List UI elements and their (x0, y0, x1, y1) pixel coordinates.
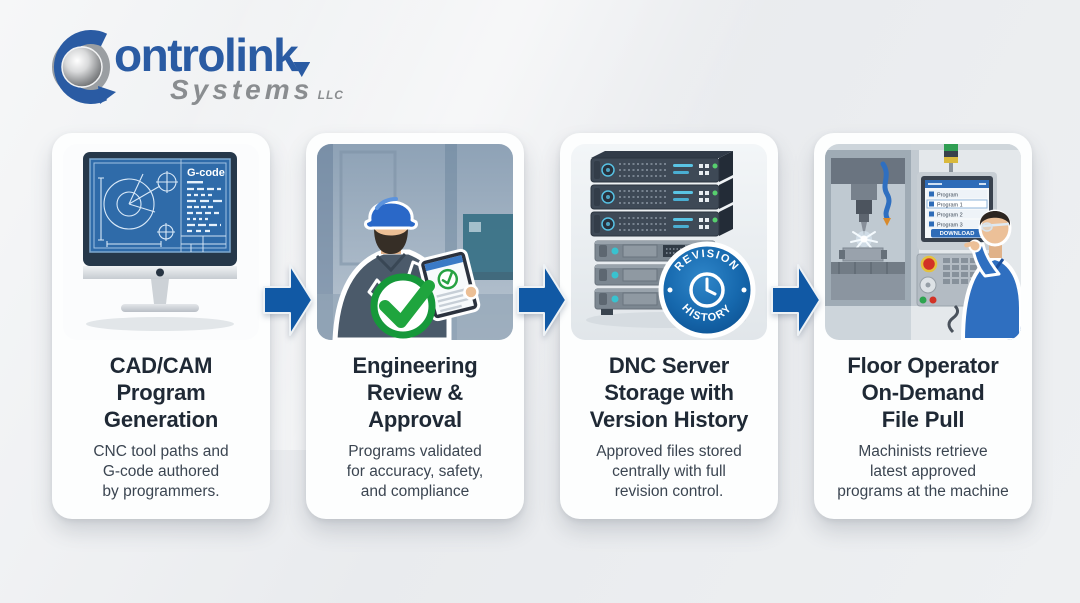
stop-button (929, 296, 937, 304)
logo-brand-text: ontrolink (114, 29, 299, 81)
g-code-label: G-code (187, 167, 225, 179)
revision-history-badge: REVISION HISTORY (658, 241, 756, 339)
step-title: CAD/CAM Program Generation (104, 353, 218, 433)
step-description: Machinists retrieve latest approved prog… (837, 442, 1008, 501)
monitor-illustration: G-code (63, 144, 259, 340)
approval-check-icon (370, 273, 436, 339)
download-button (931, 229, 983, 238)
download-button-label: DOWNLOAD (940, 231, 975, 237)
tablet (418, 248, 481, 322)
pointing-finger (964, 241, 976, 248)
emergency-stop-button (920, 255, 938, 273)
file-icon (929, 211, 934, 217)
drill-bit (861, 222, 867, 236)
engineer-illustration (317, 144, 513, 340)
step-title: DNC Server Storage with Version History (589, 353, 749, 433)
step-desc-line: for accuracy, safety, (346, 463, 484, 481)
program-list-item: Program 1 (937, 203, 963, 209)
step-title-line: CAD/CAM (109, 353, 213, 378)
step-title: Engineering Review & Approval (353, 353, 478, 433)
server-rack-illustration: REVISION HISTORY (571, 144, 767, 340)
step-card-operator: Program Program 1 Program 2 Program 3 DO… (814, 133, 1032, 519)
step-desc-line: Approved files stored (596, 443, 742, 461)
hair (979, 211, 1011, 226)
logo-text: ontrolink Systems LLC (114, 22, 344, 106)
step-description: CNC tool paths and G-code authored by pr… (93, 442, 228, 501)
step-desc-line: G-code authored (102, 463, 220, 481)
step-desc-line: CNC tool paths and (93, 443, 229, 461)
safety-glasses (981, 222, 1010, 228)
control-panel: Program Program 1 Program 2 Program 3 DO… (916, 172, 998, 334)
signal-tower (944, 144, 958, 174)
step-title: Floor Operator On-Demand File Pull (847, 353, 998, 433)
step-desc-line: centrally with full (612, 463, 726, 481)
step-title-line: Approval (368, 406, 462, 432)
server-unit (590, 151, 733, 183)
step-title-line: DNC Server (608, 353, 730, 378)
step-description: Approved files stored centrally with ful… (596, 442, 742, 501)
operator-figure (961, 209, 1021, 340)
logo-sub-brand: Systems (170, 74, 314, 105)
server-unit (590, 205, 733, 237)
program-list-header: Program (937, 193, 959, 199)
step-desc-line: programs at the machine (837, 483, 1009, 501)
logo-llc-suffix: LLC (317, 88, 344, 102)
step-desc-line: Programs validated (348, 443, 482, 461)
blueprint-drawing (98, 171, 178, 247)
program-list-item: Program 2 (937, 213, 963, 219)
workpiece (842, 247, 884, 262)
machine-illustration: Program Program 1 Program 2 Program 3 DO… (825, 144, 1021, 340)
g-code-panel: G-code (181, 167, 226, 252)
step-title-line: Storage with (604, 379, 734, 405)
step-title-line: Version History (589, 406, 749, 432)
server-unit (590, 178, 733, 210)
file-icon (929, 201, 934, 207)
flow-arrow-icon (263, 264, 313, 336)
control-panel-screen: Program Program 1 Program 2 Program 3 DO… (925, 180, 989, 238)
program-list-item: Program 3 (937, 223, 963, 229)
monitor-power-dot (156, 268, 164, 277)
beard (374, 228, 408, 254)
clock-icon (689, 272, 725, 308)
coolant-hose (880, 161, 892, 221)
company-logo: ontrolink Systems LLC (42, 22, 344, 111)
step-title-line: File Pull (881, 406, 965, 432)
start-button (919, 296, 927, 304)
monitor-stand (121, 304, 199, 312)
step-title-line: Generation (103, 406, 219, 432)
step-card-dnc-server: REVISION HISTORY DNC Server Storage with… (560, 133, 778, 519)
step-title-line: Engineering (352, 353, 478, 378)
file-icon (929, 191, 934, 197)
step-desc-line: latest approved (869, 463, 976, 481)
step-card-cadcam: G-code (52, 133, 270, 519)
step-desc-line: and compliance (360, 483, 470, 501)
step-desc-line: by programmers. (102, 483, 220, 501)
flow-arrow-icon (771, 264, 821, 336)
step-title-line: Review & (366, 379, 464, 405)
step-card-review: Engineering Review & Approval Programs v… (306, 133, 524, 519)
step-desc-line: revision control. (614, 483, 724, 501)
flow-arrow-icon (517, 264, 567, 336)
step-title-line: Program (116, 379, 206, 405)
step-desc-line: Machinists retrieve (858, 443, 988, 461)
hand (463, 284, 479, 300)
process-flow: G-code (52, 133, 1032, 519)
step-title-line: On-Demand (861, 379, 985, 405)
step-description: Programs validated for accuracy, safety,… (347, 442, 483, 501)
file-icon (929, 221, 934, 227)
step-title-line: Floor Operator (847, 353, 999, 378)
cable (947, 304, 960, 334)
